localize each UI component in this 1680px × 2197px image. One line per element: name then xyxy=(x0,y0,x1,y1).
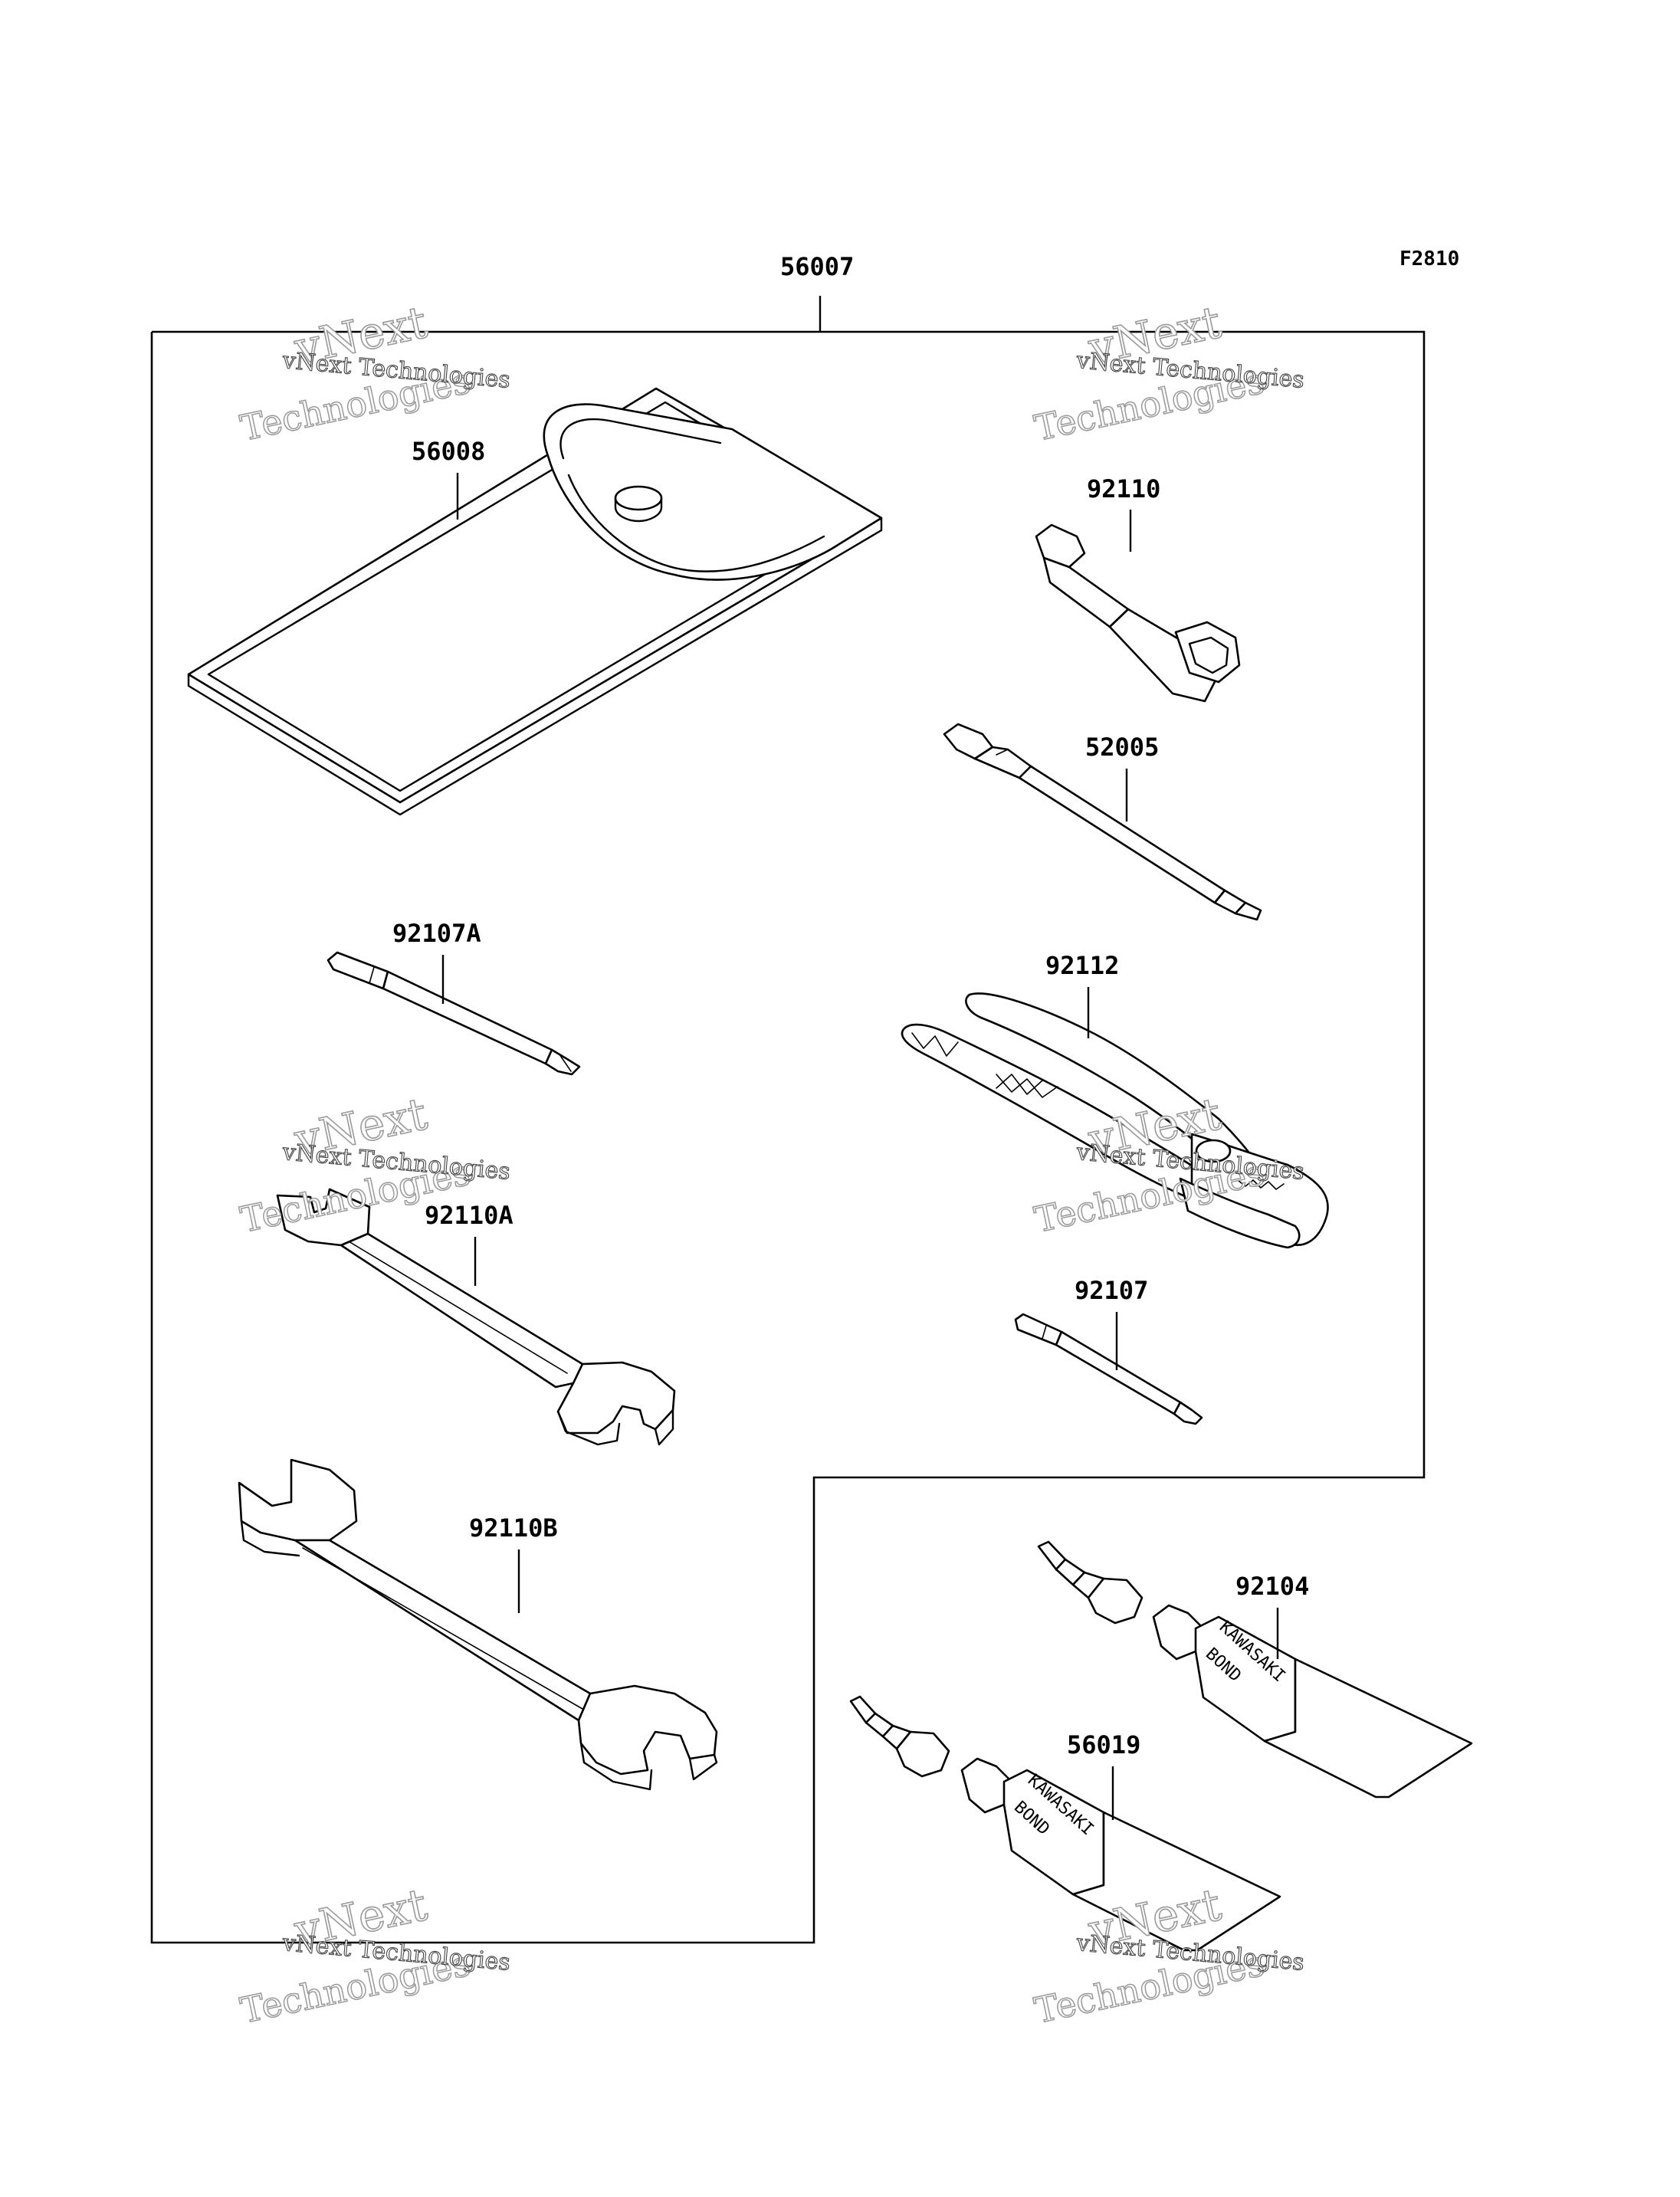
bit-a-part-number: 92107A xyxy=(392,919,481,948)
bond-tube-large: KAWASAKI BOND xyxy=(1037,1540,1473,1799)
screwdriver-bit-large xyxy=(326,951,581,1076)
wrench-a-part-number: 92110A xyxy=(425,1201,514,1230)
tube-b-part-number: 56019 xyxy=(1067,1730,1140,1759)
bit-part-number: 92107 xyxy=(1075,1276,1148,1305)
tool-pouch xyxy=(187,387,883,816)
handle-part-number: 52005 xyxy=(1085,733,1159,762)
kit-part-number: 56007 xyxy=(780,252,854,281)
pliers-part-number: 92112 xyxy=(1045,951,1119,980)
wrench-b-part-number: 92110B xyxy=(469,1513,558,1543)
watermark-top-left: vNext Technologies vNext Technologies xyxy=(236,295,511,449)
wrench-small xyxy=(276,1188,676,1446)
wrench-large xyxy=(238,1458,718,1791)
plug-wrench-part-number: 92110 xyxy=(1087,474,1160,503)
pouch-part-number: 56008 xyxy=(412,437,485,466)
kit-frame xyxy=(150,330,1426,1944)
screwdriver-bit-small xyxy=(1014,1313,1203,1425)
tube-a-part-number: 92104 xyxy=(1235,1572,1309,1601)
watermark-bottom-left: vNext Technologies vNext Technologies xyxy=(236,1877,511,2031)
figure-code: F2810 xyxy=(1399,248,1459,271)
screwdriver-handle xyxy=(943,723,1262,921)
pliers xyxy=(901,992,1329,1249)
watermark-top-right: vNext Technologies vNext Technologies xyxy=(1030,295,1305,449)
spark-plug-wrench xyxy=(1035,523,1241,703)
